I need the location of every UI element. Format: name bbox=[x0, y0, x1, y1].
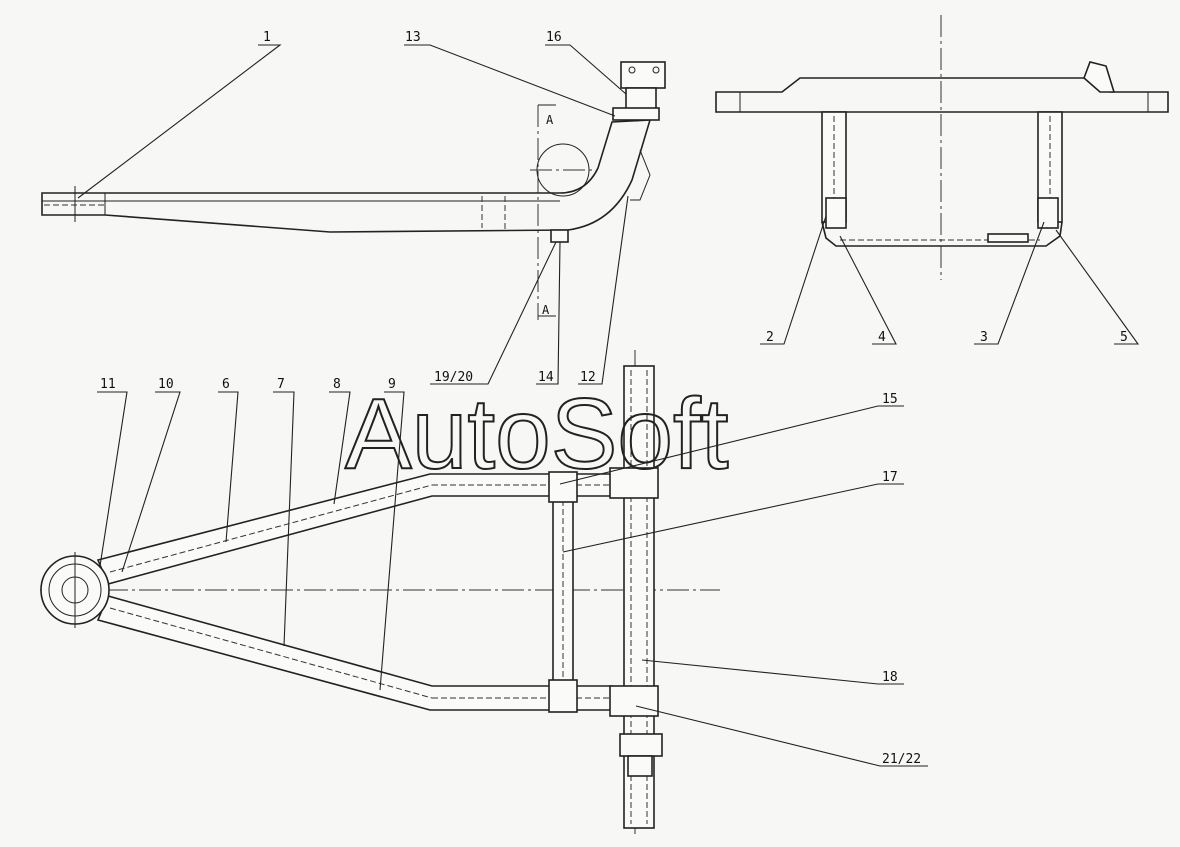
pivot-bolt-2 bbox=[652, 66, 660, 74]
front-top-bracket bbox=[1083, 61, 1116, 93]
callout-19-20: 19/20 bbox=[434, 370, 473, 385]
callout-21-22: 21/22 bbox=[882, 752, 921, 767]
front-view bbox=[715, 15, 1169, 280]
plan-fork-stem bbox=[627, 755, 653, 777]
callout-7: 7 bbox=[277, 377, 285, 392]
plan-joint-lower bbox=[548, 679, 578, 713]
pivot-bracket bbox=[620, 61, 666, 89]
leader-16 bbox=[545, 44, 627, 95]
leader-12 bbox=[578, 195, 629, 385]
callout-18: 18 bbox=[882, 670, 898, 685]
plan-clamp-upper bbox=[609, 467, 659, 499]
leader-18 bbox=[641, 659, 904, 685]
section-mark-top: A bbox=[546, 113, 554, 127]
callout-11: 11 bbox=[100, 377, 116, 392]
leader-9 bbox=[379, 391, 405, 691]
leader-13 bbox=[404, 44, 616, 117]
watermark: AutoSoft bbox=[345, 378, 729, 490]
plan-view bbox=[40, 350, 720, 835]
callout-4: 4 bbox=[878, 330, 886, 345]
leader-7 bbox=[273, 391, 295, 647]
callout-1: 1 bbox=[263, 30, 271, 45]
front-mount-left bbox=[825, 197, 847, 229]
callout-15: 15 bbox=[882, 392, 898, 407]
callout-13: 13 bbox=[405, 30, 421, 45]
lower-arm-hidden bbox=[109, 607, 433, 699]
callout-5: 5 bbox=[1120, 330, 1128, 345]
leader-4 bbox=[839, 235, 897, 345]
callout-2: 2 bbox=[766, 330, 774, 345]
plan-lower-arm bbox=[96, 595, 613, 711]
leader-6 bbox=[218, 391, 239, 543]
front-plate bbox=[987, 233, 1029, 243]
plan-upper-arm bbox=[96, 473, 613, 585]
plan-joint-upper bbox=[548, 471, 578, 503]
pivot-plate bbox=[612, 107, 660, 121]
plan-clamp-lower bbox=[609, 685, 659, 717]
plan-fork bbox=[619, 733, 663, 757]
leader-1 bbox=[77, 44, 282, 199]
callout-labels: 1 13 16 2 4 3 5 19/20 14 12 11 10 6 7 8 … bbox=[100, 30, 1128, 767]
side-stay-12 bbox=[630, 149, 651, 201]
callout-16: 16 bbox=[546, 30, 562, 45]
leader-15 bbox=[559, 405, 904, 485]
upper-arm-hidden bbox=[109, 484, 433, 573]
pivot-stem bbox=[625, 87, 657, 111]
leader-10 bbox=[121, 391, 181, 573]
callout-9: 9 bbox=[388, 377, 396, 392]
leader-lines bbox=[77, 44, 1140, 767]
leader-19 bbox=[430, 241, 557, 385]
leader-17 bbox=[562, 483, 904, 553]
leader-2 bbox=[760, 215, 827, 345]
callout-14: 14 bbox=[538, 370, 554, 385]
callout-3: 3 bbox=[980, 330, 988, 345]
leader-11 bbox=[97, 391, 128, 567]
leader-14 bbox=[536, 241, 561, 385]
section-mark-bottom: A bbox=[542, 303, 550, 317]
leader-3 bbox=[974, 221, 1045, 345]
callout-12: 12 bbox=[580, 370, 596, 385]
callout-10: 10 bbox=[158, 377, 174, 392]
front-bottom-frame bbox=[821, 221, 1063, 247]
side-bracket-14 bbox=[550, 229, 569, 243]
leader-8 bbox=[329, 391, 351, 505]
front-mount-right bbox=[1037, 197, 1059, 229]
leader-21 bbox=[635, 705, 928, 767]
callout-6: 6 bbox=[222, 377, 230, 392]
side-view: A A bbox=[41, 61, 666, 320]
pivot-bolt-1 bbox=[628, 66, 636, 74]
callout-17: 17 bbox=[882, 470, 898, 485]
leader-5 bbox=[1055, 229, 1140, 345]
side-arm-outline bbox=[41, 119, 652, 233]
callout-8: 8 bbox=[333, 377, 341, 392]
